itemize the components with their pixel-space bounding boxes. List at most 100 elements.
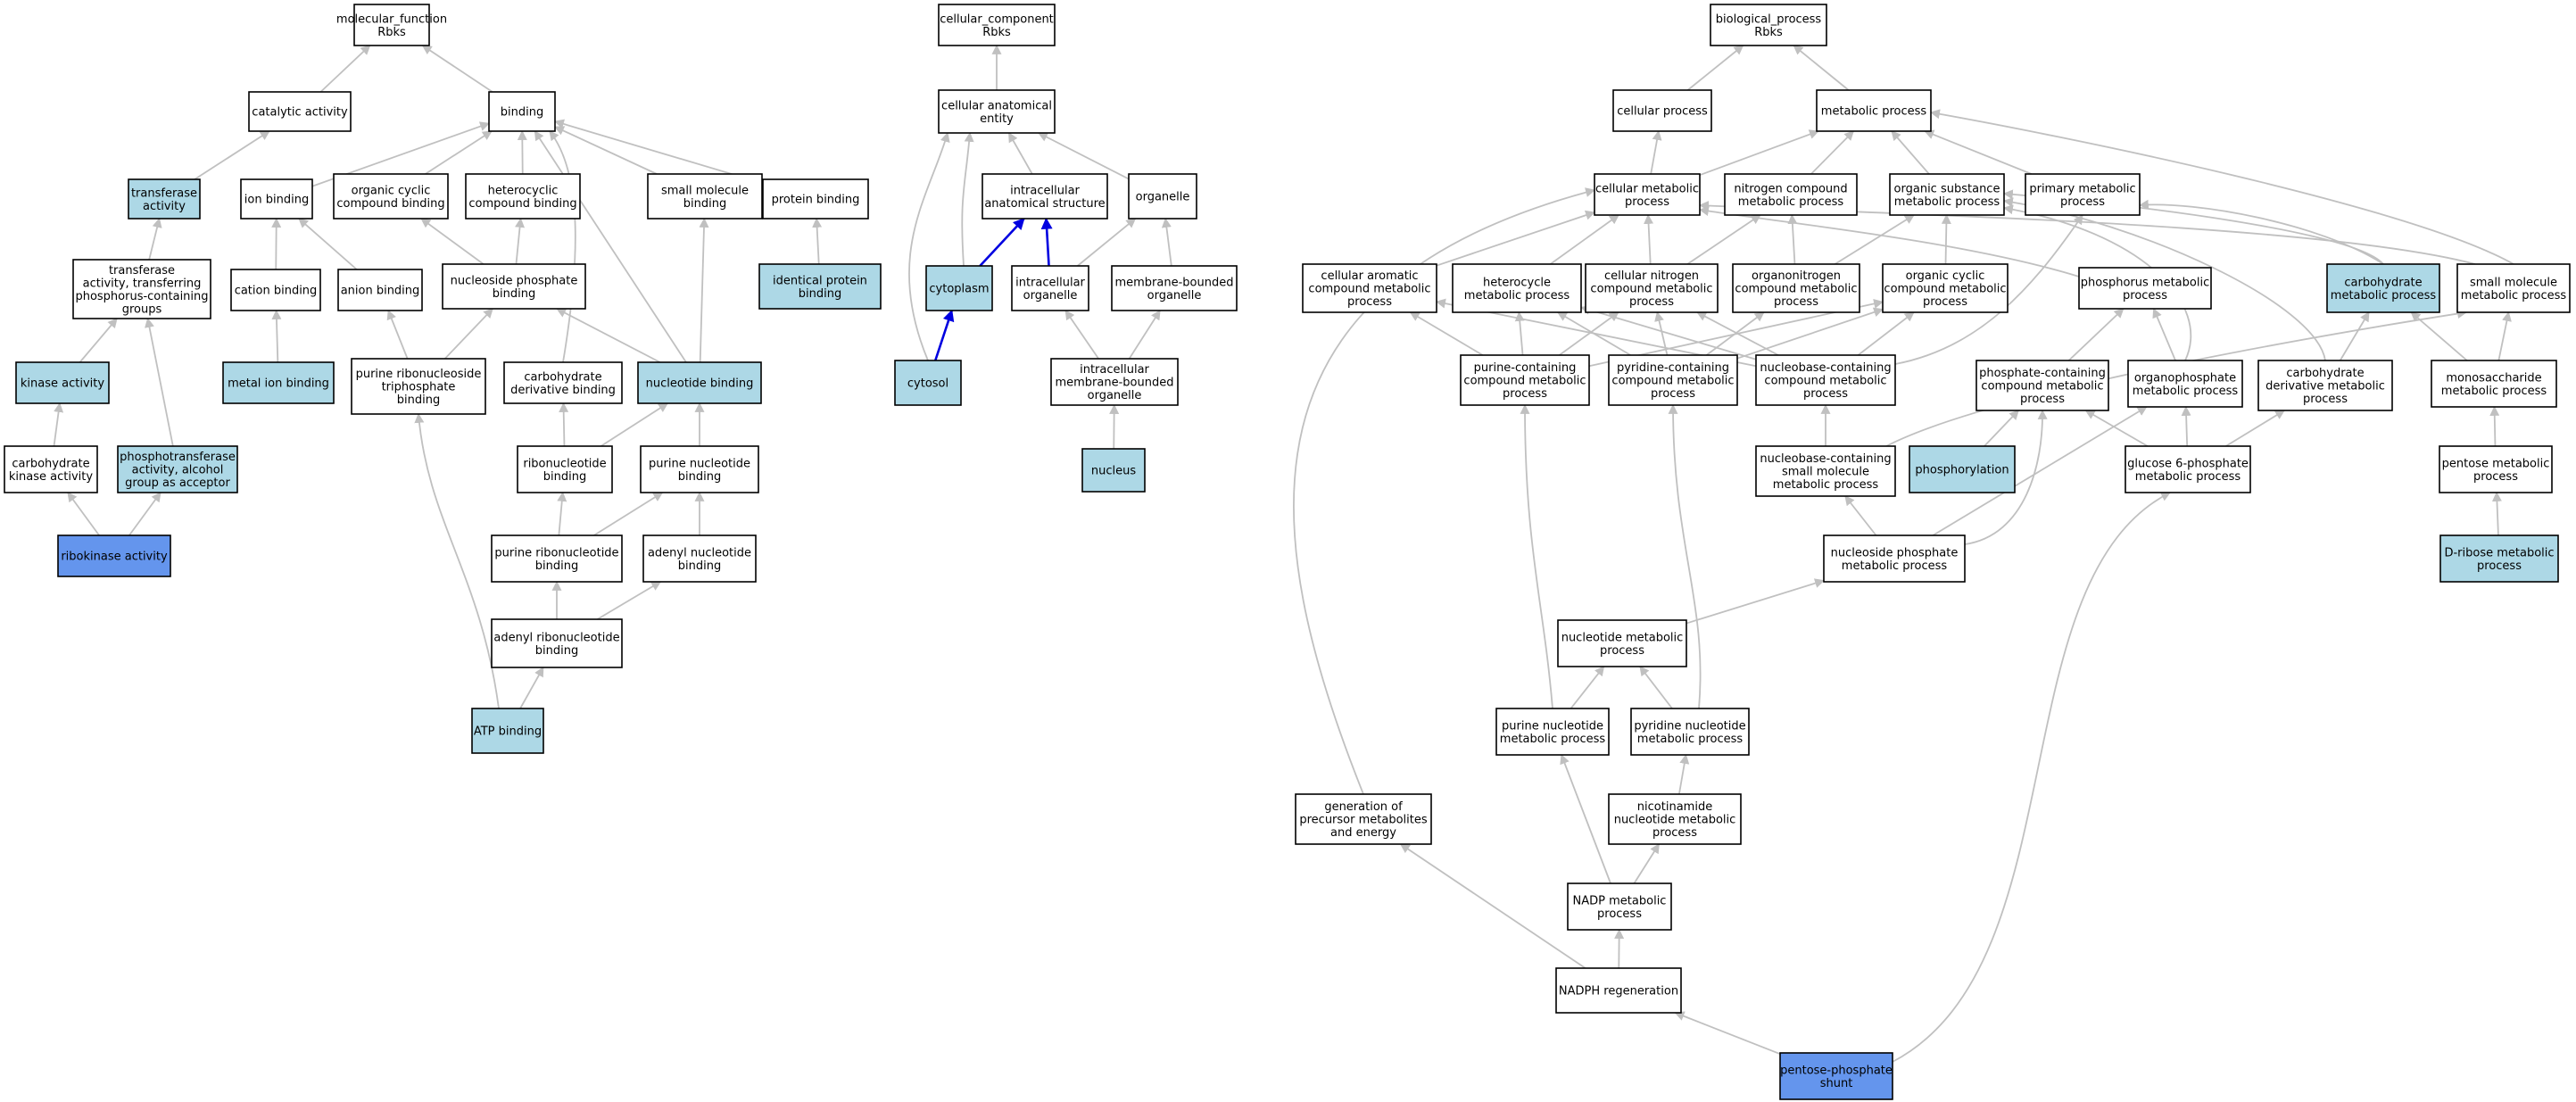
- edge-cellnitro-to-cellmetab: [1644, 213, 1654, 265]
- go-term-node-phosphorylation[interactable]: phosphorylation: [1909, 445, 2016, 493]
- go-term-node-cytoplasm[interactable]: cytoplasm: [925, 265, 993, 311]
- node-label-line: process: [1625, 195, 1669, 209]
- node-label-line: compound metabolic: [1735, 283, 1857, 296]
- go-term-node-protein-binding[interactable]: protein binding: [762, 178, 869, 220]
- go-term-node-kinase-activity[interactable]: kinase activity: [15, 361, 110, 404]
- edge-nadph-to-genprecursor: [1399, 843, 1586, 969]
- go-term-node-ion-binding[interactable]: ion binding: [240, 178, 313, 220]
- edge-nadp-to-purnucmetab: [1560, 753, 1611, 884]
- edge-cytoplasm-to-cellanat: [961, 131, 974, 267]
- edge-purcont-to-heterocycle: [1514, 311, 1525, 356]
- node-label-line: process: [1629, 295, 1674, 309]
- go-term-node-ribokinase-activity[interactable]: ribokinase activity: [57, 534, 171, 577]
- node-box: [894, 360, 962, 406]
- node-box: [2257, 360, 2393, 411]
- go-term-node-metal-ion-binding[interactable]: metal ion binding: [222, 361, 335, 404]
- edge-anionbind-to-ionbinding: [298, 218, 358, 270]
- node-label-line: compound metabolic: [1981, 380, 2103, 394]
- go-term-node-cellular-process[interactable]: cellular process: [1612, 89, 1712, 132]
- go-term-node-nadph-regeneration[interactable]: NADPH regeneration: [1555, 967, 1682, 1014]
- go-term-node-cation-binding[interactable]: cation binding: [230, 269, 321, 311]
- go-term-node-nucleotide-binding[interactable]: nucleotide binding: [637, 361, 762, 404]
- node-label-line: biological_process: [1716, 12, 1822, 26]
- edge-kinase-to-transphos: [79, 318, 118, 363]
- go-term-node-catalytic-activity[interactable]: catalytic activity: [248, 91, 352, 132]
- node-box: [1081, 448, 1146, 493]
- node-label-line: metabolic process: [1637, 733, 1744, 746]
- node-label-line: identical protein: [773, 274, 867, 287]
- edge-metabproc-to-bp: [1793, 45, 1850, 91]
- go-term-node-cytosol[interactable]: cytosol: [894, 360, 962, 406]
- go-term-node-atp-binding[interactable]: ATP binding: [471, 708, 544, 754]
- node-label-line: kinase activity: [9, 470, 93, 484]
- go-term-node-nucleus[interactable]: nucleus: [1081, 448, 1146, 493]
- node-label-line: process: [2303, 393, 2348, 406]
- go-term-node-metabolic-process[interactable]: metabolic process: [1816, 89, 1932, 132]
- go-term-node-binding[interactable]: binding: [488, 91, 556, 132]
- edge-identprot-to-proteinbind: [812, 217, 823, 265]
- node-label-line: cellular process: [1617, 105, 1708, 119]
- node-box: [1724, 173, 1858, 216]
- edge-carbderiv-to-carbmetab: [2339, 311, 2370, 361]
- go-term-node-organelle[interactable]: organelle: [1128, 173, 1197, 220]
- node-box: [240, 178, 313, 220]
- node-label-line: process: [1803, 387, 1848, 401]
- go-term-node-anion-binding[interactable]: anion binding: [337, 269, 423, 311]
